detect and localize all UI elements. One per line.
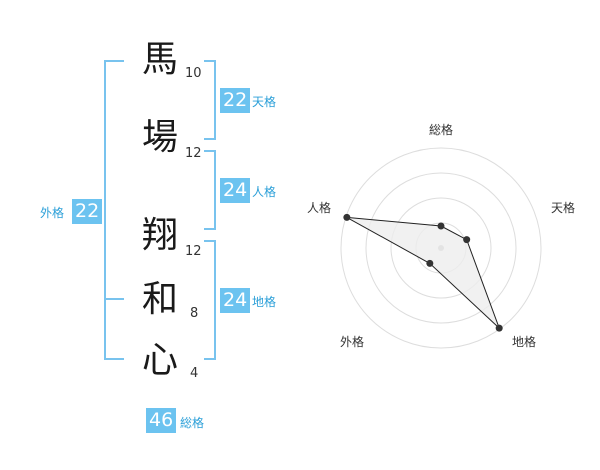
chikaku-bracket [204,240,216,360]
radar-axis-label-jinkaku: 人格 [307,200,331,215]
stroke-count-5: 4 [190,366,199,381]
radar-point-gaikaku [426,259,434,267]
name-char-2: 場 [141,117,178,158]
radar-ring-2 [365,172,517,324]
radar-axis-label-gaikaku: 外格 [340,334,364,349]
tenkaku-label: 天格 [252,95,277,109]
gaikaku-label: 外格 [40,206,65,220]
name-char-3: 翔 [141,215,178,256]
jinkaku-label: 人格 [252,185,277,199]
radar-ring-3 [390,197,492,299]
jinkaku-bracket [204,150,216,230]
radar-point-tenkaku [463,236,471,244]
radar-axis-label-soukaku: 総格 [429,122,453,137]
tenkaku-value: 22 [220,88,250,113]
radar-axis-label-tenkaku: 天格 [551,200,575,215]
radar-point-jinkaku [343,213,351,221]
gaikaku-value: 22 [72,199,102,224]
stroke-count-2: 12 [185,146,202,161]
stroke-count-4: 8 [190,306,199,321]
radar-point-soukaku [437,222,445,230]
stroke-count-3: 12 [185,244,202,259]
jinkaku-value: 24 [220,178,250,203]
radar-shape [346,216,500,329]
name-char-5: 心 [141,340,178,381]
soukaku-label: 総格 [180,416,205,430]
stroke-count-1: 10 [185,66,202,81]
tenkaku-bracket [204,60,216,140]
radar-point-chikaku [495,324,503,332]
chikaku-label: 地格 [252,295,277,309]
name-char-4: 和 [141,279,178,320]
chikaku-value: 24 [220,288,250,313]
soukaku-value: 46 [146,408,176,433]
radar-points [343,213,503,332]
name-char-1: 馬 [141,39,178,80]
gaikaku-bracket-link [104,298,124,300]
radar-axis-label-chikaku: 地格 [512,334,536,349]
gaikaku-bracket [104,60,124,360]
radar-ring-1 [340,147,542,349]
